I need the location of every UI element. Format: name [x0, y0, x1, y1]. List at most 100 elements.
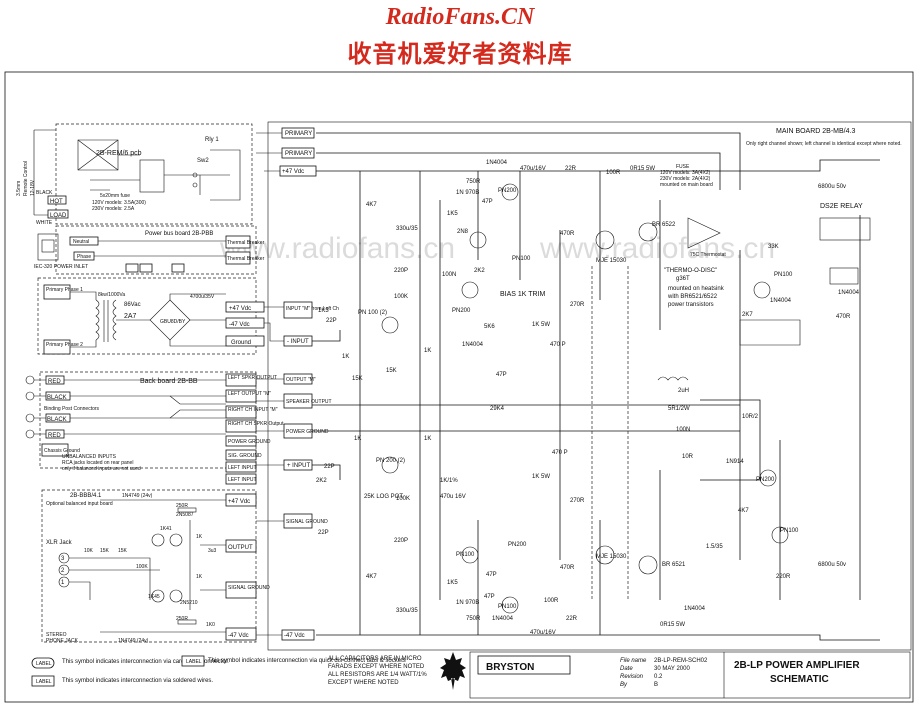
cmp-10r2: 10R/2: [742, 414, 759, 420]
svg-text:3: 3: [61, 556, 65, 562]
cmp-220r-m: 220R: [776, 574, 791, 580]
cmp-1n4004-l2: 1N4004: [684, 606, 706, 612]
cmp-pn100-m: PN100: [780, 528, 799, 534]
bridge-label: GBU8D/BY: [160, 319, 186, 325]
label-phase: Phase: [77, 254, 91, 260]
cmp-1n914: 1N914: [726, 459, 744, 465]
cmp-470r-r: 470R: [836, 314, 851, 320]
bb-binding-label: Binding Post Connectors: [44, 406, 100, 412]
transformer-rating: 8kw/1000Va: [98, 292, 125, 298]
main-board-outline: [267, 121, 912, 651]
legend-note-3: This symbol indicates interconnection vi…: [208, 658, 406, 664]
file-name: 2B-LP-REM-SCH02: [654, 658, 708, 664]
main-board-note: Only right channel shown; left channel i…: [746, 141, 902, 147]
watermark: www.radiofans.cn: [219, 232, 455, 265]
conn-power-ground: POWER GROUND: [286, 429, 329, 435]
rail-ground-label: Ground: [231, 340, 251, 346]
bbb-subtitle: Optional balanced input board: [46, 501, 113, 507]
thermal-breaker-1: Thermal Breaker: [227, 240, 265, 246]
cmp-1k5w-u: 1K 5W: [532, 322, 550, 328]
cmp-br6522: BR 6522: [652, 222, 676, 228]
cmp-100k-u: 100K: [394, 294, 408, 300]
bb-black-2: BLACK: [47, 417, 67, 423]
bb-rca-note: RCA jacks located on rear panel: [62, 460, 133, 466]
bb-black-1: BLACK: [47, 395, 67, 401]
label-load: LOAD: [50, 213, 67, 219]
conn-signal-ground: SIGNAL GROUND: [286, 519, 328, 525]
schematic-title-1: 2B-LP POWER AMPLIFIER: [734, 660, 860, 671]
binding-posts: [25, 375, 46, 439]
bbb-zener: 1N4749 (24v): [122, 493, 153, 499]
legend-label-1: [31, 657, 55, 669]
rem-fuse-2: 120V models: 3.5A(300): [92, 200, 146, 206]
cmp-220p-u: 220P: [394, 268, 408, 274]
cmp-4k7-u: 4K7: [366, 202, 377, 208]
inductor-icon: [657, 376, 689, 381]
maple-leaf-logo: [440, 652, 466, 690]
bbb-signal-ground: SIGNAL GROUND: [228, 585, 270, 591]
conn-output-m: OUTPUT "M": [286, 377, 316, 383]
thermal-3: g36T: [676, 276, 690, 282]
label-black-1: BLACK: [36, 190, 53, 196]
cmp-470u-u: 470u/16V: [520, 166, 546, 172]
bbb-100k: 100K: [136, 564, 148, 570]
primary-phase-2: Primary Phase 2: [46, 342, 83, 348]
cmp-750r-l: 750R: [466, 616, 481, 622]
revision-label: Revision: [620, 674, 644, 680]
cmp-25k-pot: 25K LOG POT: [364, 494, 403, 500]
cmp-pn200-m: PN200: [756, 477, 775, 483]
cmp-470p-u: 470 P: [550, 342, 566, 348]
site-subtitle: 收音机爱好者资料库: [347, 40, 573, 68]
cmp-270r-l: 270R: [570, 498, 585, 504]
brand-name: BRYSTON: [486, 662, 534, 673]
cmp-6800u-t: 6800u 50v: [818, 184, 846, 190]
svg-text:Remote Control: Remote Control: [23, 161, 29, 196]
ds2e-relay-label: DS2E RELAY: [820, 203, 863, 210]
cmp-22r-u: 22R: [565, 166, 577, 172]
watermark-2: www.radiofans.cn: [539, 232, 775, 265]
bb-connector-boxes: [225, 373, 257, 485]
cmp-2k2-l: 2K2: [316, 478, 327, 484]
site-title: RadioFans.CN: [385, 4, 535, 30]
bbb-xlr: XLR Jack: [46, 540, 73, 546]
cmp-0r15-u: 0R15 5W: [630, 166, 655, 172]
cmp-1k-u: 1K: [424, 348, 431, 354]
rem-pcb-box: [55, 123, 253, 225]
cmp-29k4: 29K4: [490, 406, 505, 412]
file-name-label: File name: [620, 658, 647, 664]
bbb-15k-2: 15K: [118, 548, 128, 554]
cmp-pn200-b: PN200: [452, 308, 471, 314]
bbb-250r-2: 250R: [176, 616, 188, 622]
cmp-1n970b-l: 1N 970B: [456, 600, 479, 606]
caps-note-3: ALL RESISTORS ARE 1/4 WATT/1%: [328, 672, 427, 678]
cmp-47p-l2: 47P: [484, 594, 495, 600]
cmp-pn200-2: PN 200 (2): [376, 458, 405, 464]
thermal-2: "THERMO-O-DISC": [664, 268, 717, 274]
bbb-1k45: 1K45: [148, 594, 160, 600]
cmp-br6521: BR 6521: [662, 562, 686, 568]
cmp-100n-m: 100N: [676, 427, 690, 433]
cap-label: 4700u/35V: [190, 294, 215, 300]
bbb-1k-2: 1K: [196, 574, 203, 580]
tl-tabs: [94, 240, 226, 273]
bbb-2n5087: 2N5087: [176, 512, 194, 518]
cmp-1n4004-u: 1N4004: [486, 160, 508, 166]
bbb-rail-minus: -47 Vdc: [228, 633, 249, 639]
bbb-2n5210: 2N5210: [180, 600, 198, 606]
cmp-1k-l2: 1K: [424, 436, 431, 442]
thermal-breaker-2: Thermal Breaker: [227, 256, 265, 262]
thermal-5: with BR6521/6522: [667, 294, 718, 300]
legend-label-2-text: LABEL: [36, 679, 52, 685]
bbb-250r-1: 250R: [176, 503, 188, 509]
bridge-rectifier-icon: [116, 293, 226, 347]
back-board-box: [39, 371, 257, 469]
bb-right-input: RIGHT CH INPUT "M": [228, 407, 278, 413]
transformer-icon: [70, 291, 117, 348]
title-block: [469, 651, 911, 699]
rail-minus47-label: -47 Vdc: [229, 322, 250, 328]
cmp-22p-u: 22P: [326, 318, 337, 324]
bbb-3u3: 3u3: [208, 548, 217, 554]
cmp-22p-l: 22P: [324, 464, 335, 470]
bbb-output: OUTPUT: [228, 545, 253, 551]
